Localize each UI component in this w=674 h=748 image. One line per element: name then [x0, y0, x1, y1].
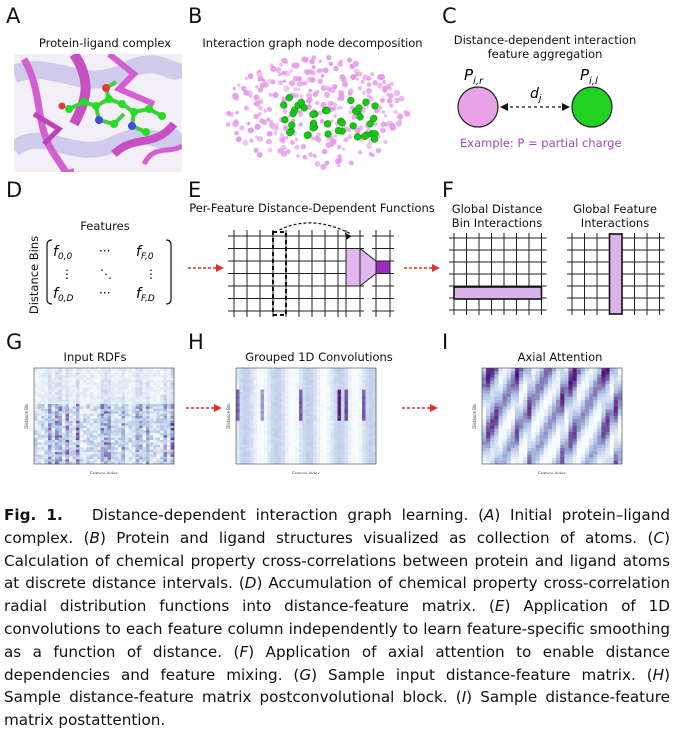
panel-label-i: I — [442, 330, 449, 354]
arrow-h-to-i — [402, 404, 438, 412]
per-feature-conv-diagram — [228, 222, 394, 317]
protein-ligand-image — [14, 54, 182, 172]
svg-text:⋱: ⋱ — [100, 267, 112, 281]
panel-f-title2: Global Feature Interactions — [562, 202, 668, 231]
panel-label-a: A — [6, 4, 21, 28]
svg-text:···: ··· — [99, 244, 110, 258]
svg-text:⋮: ⋮ — [61, 267, 73, 281]
ligand-atom-node — [571, 86, 613, 128]
caption-fig-number: Fig. 1. — [4, 506, 63, 524]
protein-atom-node — [457, 86, 499, 128]
distance-feature-diagram: Pi,r Pi,l dj Example: P = partial charge — [457, 66, 622, 150]
distance-feature-matrix: f0,0 ··· fF,0 ⋮ ⋱ ⋮ f0,D ··· fF,D — [46, 239, 172, 305]
matrix-f00: f0,0 — [53, 244, 73, 262]
panel-f-title1-line2: Bin Interactions — [451, 216, 543, 231]
panel-label-e: E — [188, 178, 202, 202]
heatmap-x-label: Feature Index — [292, 471, 320, 474]
heatmap-y-label: Distance Bin — [226, 403, 231, 429]
arrow-g-to-h — [186, 404, 222, 412]
panel-f-title1-line1: Global Distance — [451, 202, 543, 216]
panel-a-title: Protein-ligand complex — [38, 36, 172, 50]
panel-c-title-line1: Distance-dependent interaction — [453, 33, 637, 47]
panel-label-b: B — [188, 4, 203, 28]
panel-i-title: Axial Attention — [517, 350, 603, 364]
heatmap-y-label: Distance Bin — [24, 403, 29, 429]
global-distance-bin-grid — [449, 233, 547, 315]
panel-b-title: Interaction graph node decomposition — [202, 36, 423, 50]
panel-label-d: D — [6, 178, 23, 202]
global-feature-grid — [567, 233, 665, 315]
heatmap-x-label: Feature Index — [90, 471, 118, 474]
matrix-fFD: fF,D — [136, 286, 155, 304]
panel-label-g: G — [6, 330, 23, 354]
panel-c-title-line2: feature aggregation — [487, 47, 603, 62]
matrix-fF0: fF,0 — [136, 244, 154, 262]
arrow-d-to-e — [188, 264, 224, 272]
svg-text:⋮: ⋮ — [145, 267, 157, 281]
svg-text:···: ··· — [99, 286, 110, 300]
panel-h-title: Grouped 1D Convolutions — [245, 350, 393, 364]
example-text: Example: P = partial charge — [460, 136, 622, 150]
arrow-e-to-f — [404, 264, 440, 272]
panel-label-f: F — [442, 178, 455, 202]
figure-caption: Fig. 1. Distance-dependent interaction g… — [4, 506, 671, 730]
panel-f-title2-line2: Interactions — [580, 216, 650, 231]
p-protein-label: Pi,r — [464, 66, 484, 87]
distance-bins-label: Distance Bins — [27, 235, 41, 315]
matrix-f0D: f0,D — [53, 286, 74, 304]
heatmap-x-label: Feature Index — [538, 471, 566, 474]
p-ligand-label: Pi,l — [580, 66, 598, 87]
panel-f-title1: Global Distance Bin Interactions — [444, 202, 550, 231]
panel-f-title2-line1: Global Feature — [573, 202, 657, 216]
distance-label: dj — [530, 86, 542, 104]
panel-g-title: Input RDFs — [63, 350, 127, 364]
features-label: Features — [80, 219, 130, 233]
panel-e-title: Per-Feature Distance-Dependent Functions — [189, 201, 435, 215]
heatmap-y-label: Distance Bin — [472, 403, 477, 429]
panel-label-h: H — [188, 330, 204, 354]
panel-label-c: C — [442, 4, 457, 28]
atom-cloud-plot — [225, 54, 411, 170]
panel-c-title: Distance-dependent interaction feature a… — [430, 33, 660, 62]
